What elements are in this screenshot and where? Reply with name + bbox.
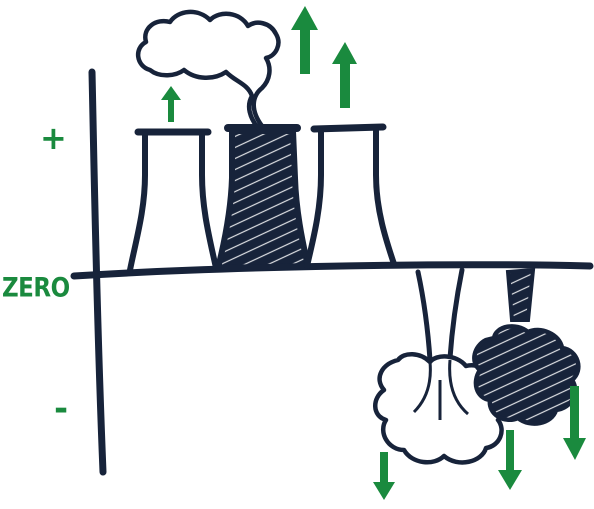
underground-tree-roots-right-icon [474,270,578,424]
up-arrow-icon [332,42,357,108]
down-arrow-icon [373,452,395,500]
smoke-cloud-icon [138,12,278,128]
cooling-tower-center-icon [218,128,308,268]
negative-label: - [54,392,68,426]
up-arrow-icon [161,86,181,122]
positive-label: + [40,122,67,154]
up-arrow-icon [291,6,318,74]
cooling-tower-left-icon [130,132,216,270]
zero-label: ZERO [2,276,70,302]
cooling-tower-right-icon [307,127,394,266]
